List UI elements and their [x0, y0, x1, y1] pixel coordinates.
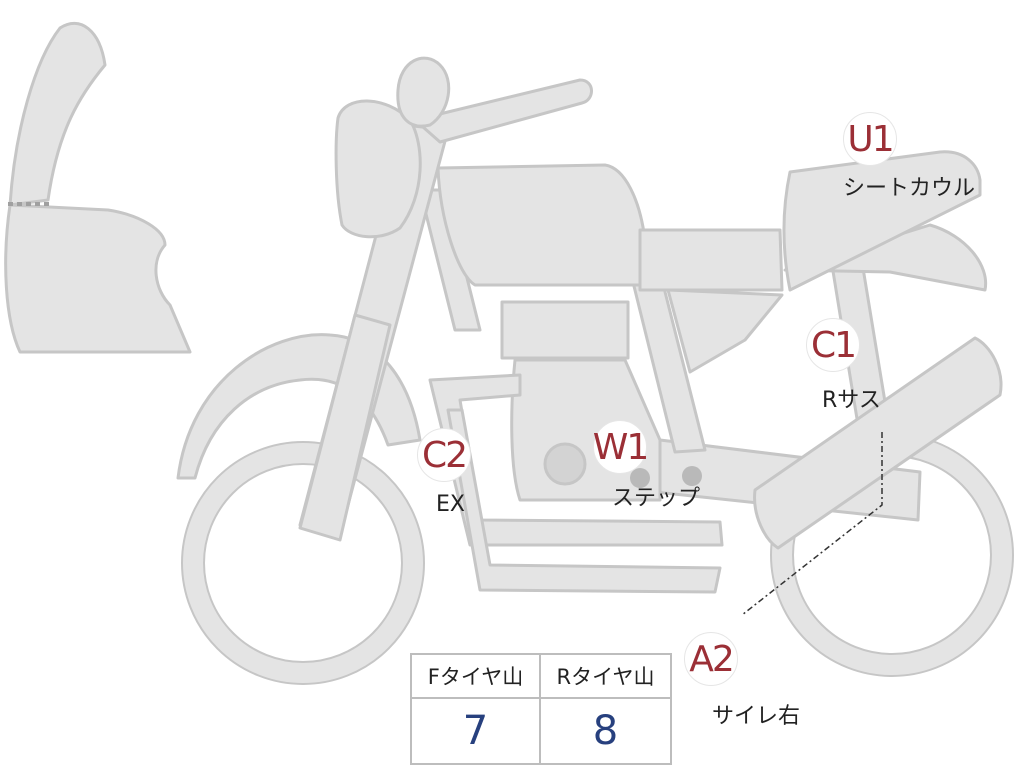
- marker-w1: W1: [592, 420, 649, 474]
- marker-c2-label: EX: [436, 492, 465, 517]
- marker-a2: A2: [684, 632, 738, 686]
- leader-line: [741, 432, 883, 616]
- seat: [638, 228, 784, 292]
- muffler: [753, 336, 1003, 550]
- rear-fender: [783, 223, 988, 292]
- rear-tire-header: Rタイヤ山: [541, 655, 670, 699]
- marker-c1: C1: [806, 318, 860, 372]
- front-tire-header: Fタイヤ山: [412, 655, 541, 699]
- front-cowl: [4, 203, 192, 354]
- front-tire: [182, 442, 424, 684]
- rear-tire-value: 8: [592, 708, 619, 754]
- marker-w1-label: ステップ: [612, 486, 701, 511]
- headlight: [334, 99, 422, 239]
- fuel-tank: [436, 163, 652, 287]
- mirror: [396, 56, 451, 128]
- front-tire-value: 7: [412, 699, 541, 763]
- marker-a2-label: サイレ右: [712, 704, 801, 729]
- marker-c2-code: C2: [421, 434, 468, 476]
- frame: [418, 188, 482, 332]
- marker-w1-code: W1: [592, 426, 649, 468]
- side-cover: [666, 288, 784, 374]
- marker-c2: C2: [417, 428, 471, 482]
- handlebar: [413, 78, 593, 144]
- windscreen: [8, 21, 107, 207]
- seat-cowl: [782, 150, 982, 292]
- engine-cylinder: [500, 300, 630, 360]
- marker-u1-label: シートカウル: [843, 176, 976, 201]
- tire-tread-table: Fタイヤ山 Rタイヤ山 7 8: [410, 653, 672, 765]
- marker-u1-code: U1: [847, 118, 894, 160]
- marker-c1-label: Rサス: [822, 388, 881, 413]
- marker-u1: U1: [843, 112, 897, 166]
- marker-c1-code: C1: [810, 324, 857, 366]
- marker-a2-code: A2: [689, 638, 735, 680]
